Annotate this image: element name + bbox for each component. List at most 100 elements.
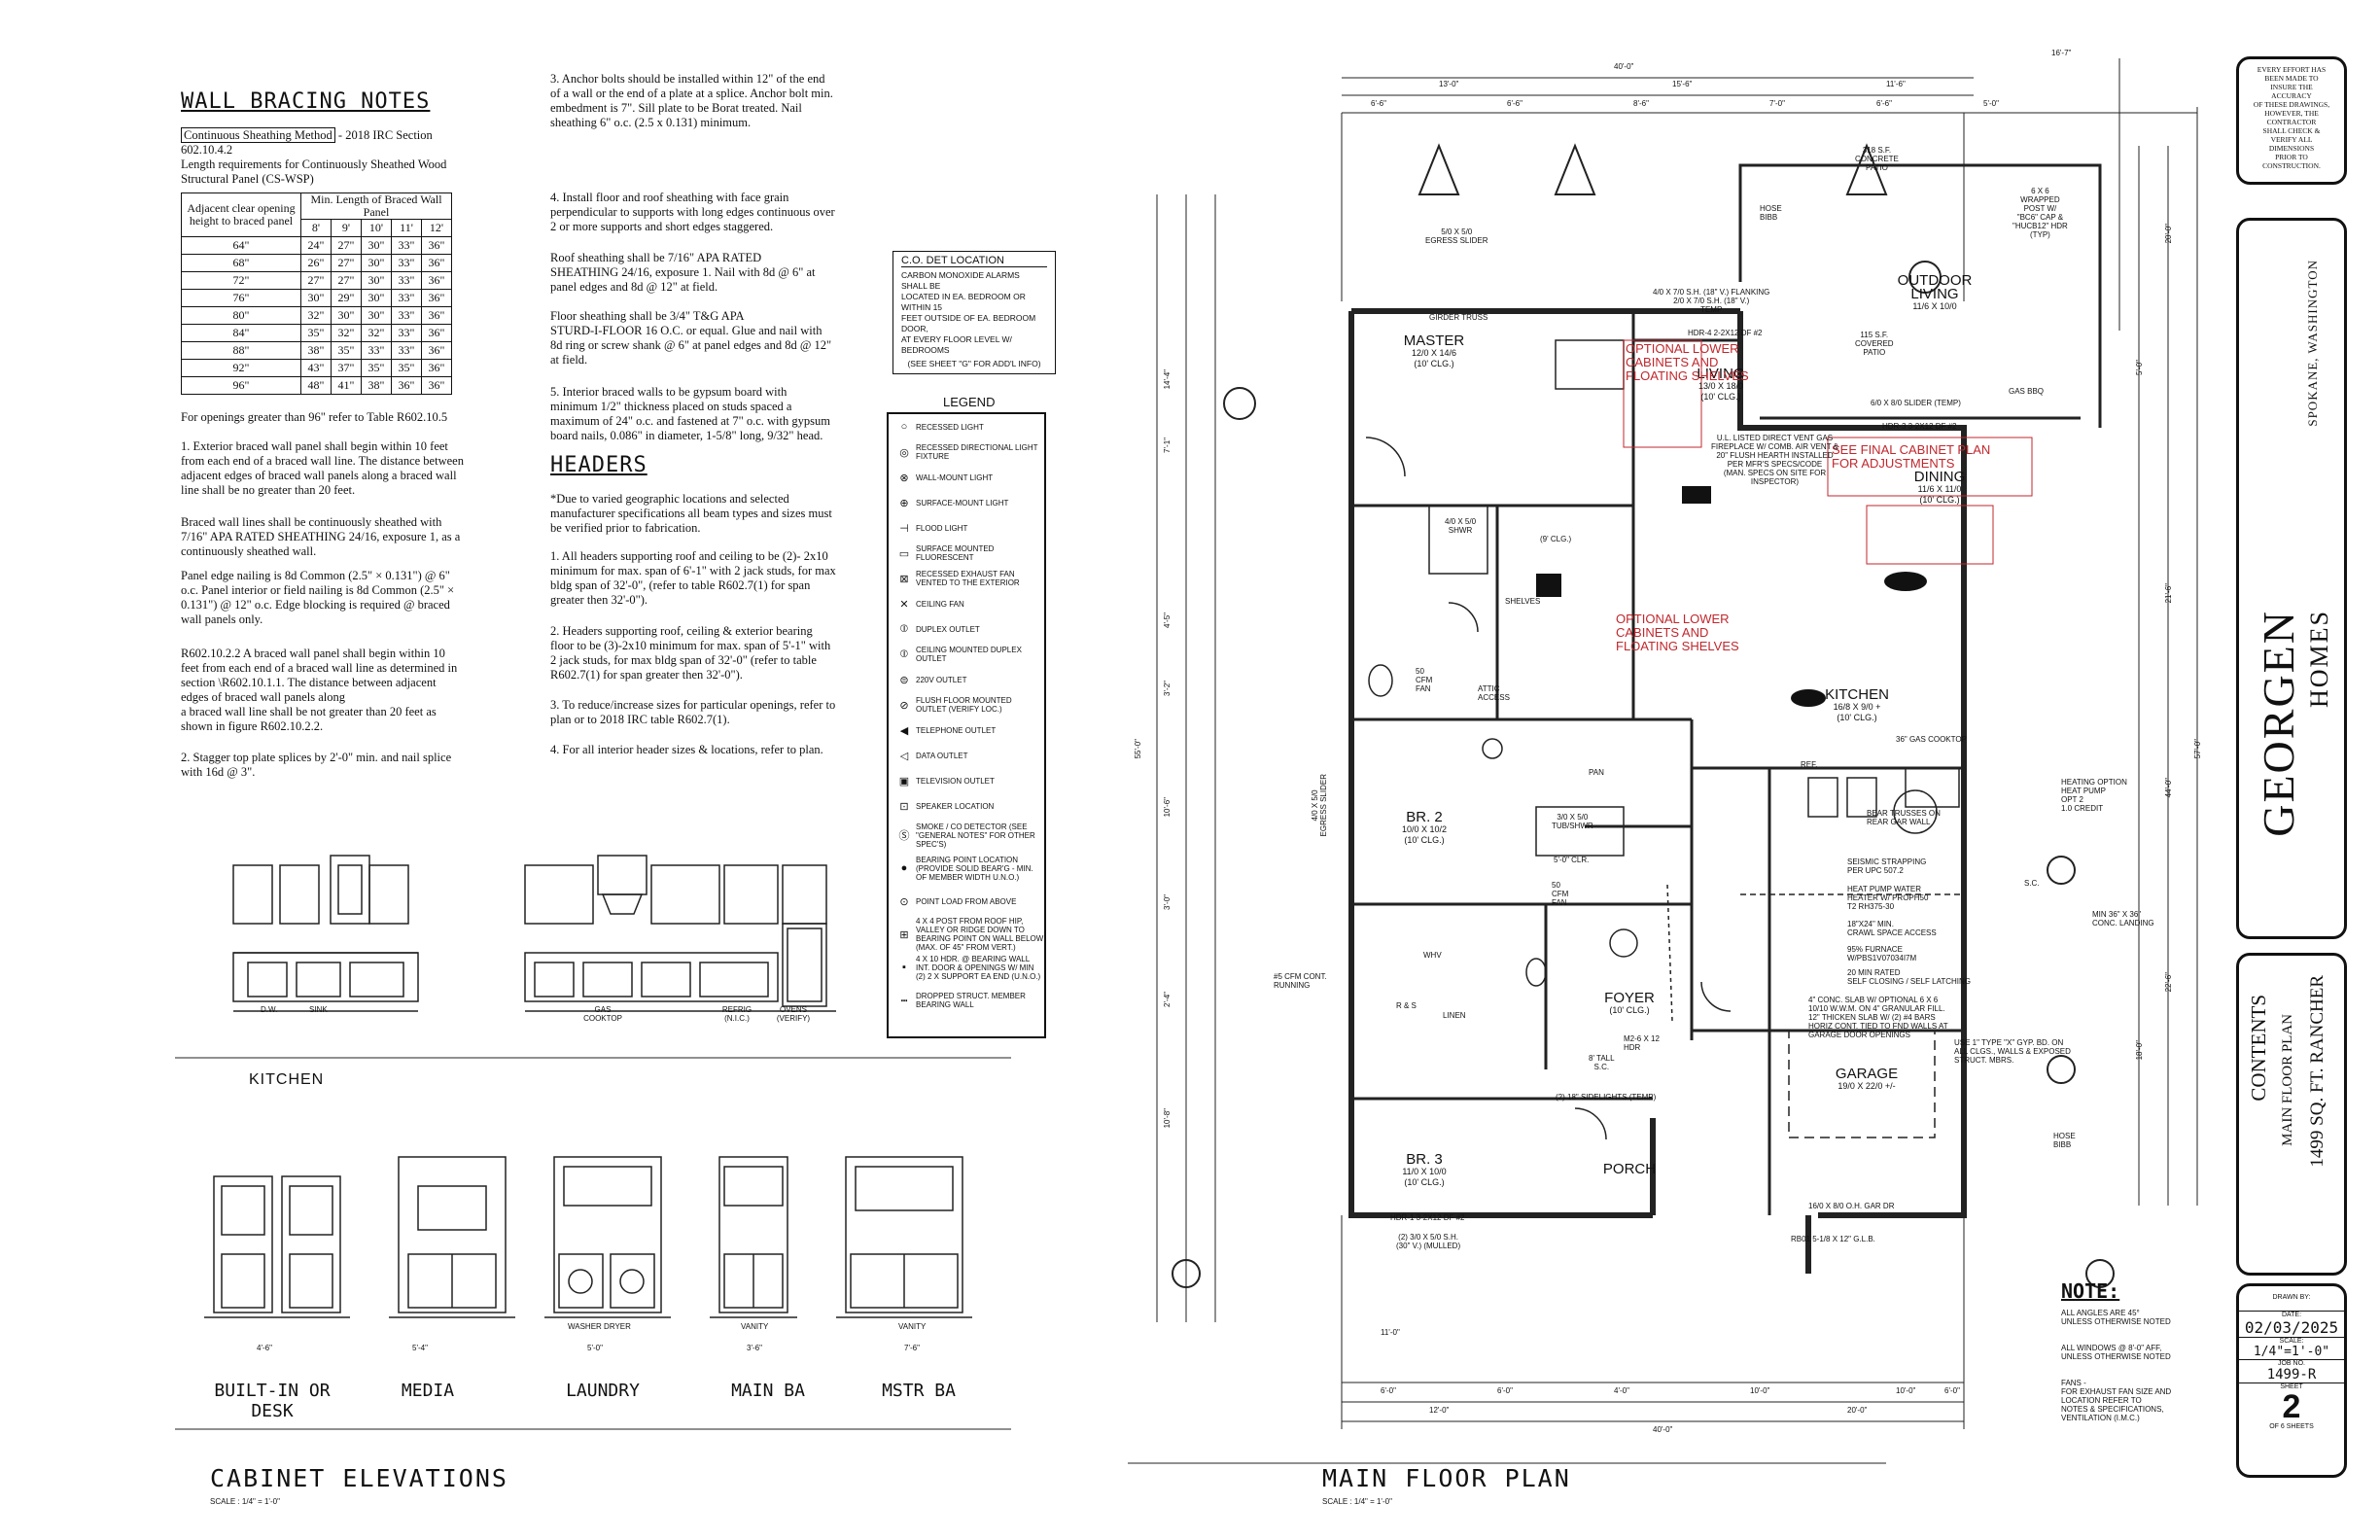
note-p2: Braced wall lines shall be continuously …: [181, 515, 461, 558]
elev-mstrba-note: VANITY: [898, 1322, 927, 1331]
date-value: 02/03/2025: [2244, 1318, 2339, 1337]
table-row: 76"30"29"30"33"36": [181, 289, 452, 307]
room-foyer: FOYER(10' CLG.): [1604, 990, 1655, 1015]
right-dim-2: 21'-6": [2164, 583, 2173, 604]
ann-shelves: SHELVES: [1505, 597, 1541, 606]
note-p8: Roof sheathing shall be 7/16" APA RATED …: [550, 251, 816, 294]
sheet-info-box: DRAWN BY: DATE: 02/03/2025 SCALE: 1/4"=1…: [2236, 1283, 2347, 1478]
note-p9: Floor sheathing shall be 3/4" T&G APA ST…: [550, 309, 832, 367]
table-cell: 33": [391, 324, 422, 342]
table-cell: 72": [181, 271, 301, 290]
legend-label: DATA OUTLET: [916, 751, 968, 760]
job-value: 1499-R: [2266, 1367, 2317, 1382]
legend-symbol-icon: ⦶: [900, 648, 908, 660]
bottom-dim-8: 20'-0": [1847, 1406, 1868, 1415]
right-dim-6: 5'-0": [2135, 360, 2144, 375]
bottom-dim-4: 10'-0": [1750, 1386, 1770, 1395]
legend-item: ⊞4 X 4 POST FROM ROOF HIP, VALLEY OR RID…: [889, 917, 1044, 952]
co-det-title: C.O. DET LOCATION: [901, 256, 1047, 267]
elev-mstrba-dim: 7'-6": [904, 1344, 920, 1352]
scale-value: 1/4"=1'-0": [2253, 1345, 2330, 1359]
ann-fan-2: 50 CFM FAN: [1552, 881, 1569, 907]
drawn-by-label: DRAWN BY:: [2272, 1294, 2311, 1301]
table-cell: 29": [331, 289, 362, 307]
red-note-optional-cabinets-1: OPTIONAL LOWER CABINETS AND FLOATING SHE…: [1626, 341, 1749, 383]
legend-symbol-icon: ⊞: [899, 928, 909, 941]
right-dim-overall: 57'-0": [2193, 739, 2202, 759]
ann-post: 6 X 6 WRAPPED POST W/ "BC6" CAP & "HUCB1…: [2012, 187, 2068, 239]
method-paragraph: Continuous Sheathing Method - 2018 IRC S…: [181, 127, 472, 187]
note-p1: 1. Exterior braced wall panel shall begi…: [181, 439, 464, 497]
right-dim-3: 44'-0": [2164, 778, 2173, 798]
top-dim-2: 15'-6": [1672, 80, 1693, 88]
red-note-optional-cabinets-2: OPTIONAL LOWER CABINETS AND FLOATING SHE…: [1616, 612, 1739, 653]
ann-crawl-access: 18"X24" MIN. CRAWL SPACE ACCESS: [1847, 920, 1937, 937]
top-dim-1: 13'-0": [1439, 80, 1459, 88]
right-dim-5: 18'-0": [2135, 1040, 2144, 1061]
plan-notes: NOTE: ALL ANGLES ARE 45° UNLESS OTHERWIS…: [2061, 1279, 2217, 1422]
bottom-dim-5: 10'-0": [1896, 1386, 1916, 1395]
elev-mstrba-title: MSTR BA: [882, 1381, 956, 1401]
header-h1: 1. All headers supporting roof and ceili…: [550, 549, 836, 607]
ann-attic-access: ATTIC ACCESS: [1478, 684, 1510, 702]
contents-box: CONTENTS MAIN FLOOR PLAN 1499 SQ. FT. RA…: [2236, 953, 2347, 1276]
legend-item: ●BEARING POINT LOCATION (PROVIDE SOLID B…: [889, 852, 1044, 885]
top-dim-9: 6'-6": [1876, 99, 1892, 108]
table-cell: 24": [300, 236, 332, 255]
ann-conc-landing: MIN 36" X 36" CONC. LANDING: [2092, 910, 2154, 928]
table-cell: 64": [181, 236, 301, 255]
table-cell: 30": [361, 289, 392, 307]
legend-item: ⊗WALL-MOUNT LIGHT: [889, 465, 1044, 490]
legend-symbol-icon: ⊘: [899, 699, 909, 712]
ann-gasbbq: GAS BBQ: [2009, 387, 2045, 396]
kitchen-label-refrig: REFRIG (N.I.C.): [721, 1005, 752, 1023]
of-sheets: OF 6 SHEETS: [2269, 1423, 2314, 1430]
ann-hdr3: HDR-3 3-2X12 DF #2: [1882, 422, 1957, 431]
sheet-number: 2: [2282, 1388, 2301, 1425]
table-cell: 30": [361, 306, 392, 325]
legend-symbol-icon: ▭: [898, 547, 910, 560]
note-p7: 4. Install floor and roof sheathing with…: [550, 191, 835, 233]
table-cell: 35": [331, 341, 362, 360]
legend-label: SMOKE / CO DETECTOR (SEE "GENERAL NOTES"…: [916, 822, 1035, 849]
ann-water-heater: HEAT PUMP WATER HEATER W/ PROPH50 T2 RH3…: [1847, 885, 1929, 911]
ann-sc: S.C.: [2024, 879, 2040, 888]
legend-label: FLOOD LIGHT: [916, 523, 968, 533]
ann-rated: 20 MIN RATED SELF CLOSING / SELF LATCHIN…: [1847, 968, 1971, 986]
table-height-3: 11': [391, 219, 422, 237]
bottom-dim-3: 4'-0": [1614, 1386, 1629, 1395]
table-cell: 36": [421, 376, 452, 395]
kitchen-label-cooktop: GAS COOKTOP: [583, 1005, 622, 1023]
room-porch: PORCH: [1602, 1161, 1657, 1177]
sheet-description: MAIN FLOOR PLAN: [2280, 1014, 2295, 1146]
legend-label: 4 X 10 HDR. @ BEARING WALL INT. DOOR & O…: [916, 954, 1041, 981]
table-heights-row: 8'9'10'11'12': [182, 219, 452, 237]
company-name-2: HOMES: [2305, 610, 2333, 709]
bottom-dim-10: 11'-0": [1381, 1328, 1400, 1337]
ann-fan-1: 50 CFM FAN: [1416, 667, 1433, 693]
legend-title: LEGEND: [943, 395, 996, 409]
openings-note: For openings greater than 96" refer to T…: [181, 410, 448, 424]
table-cell: 36": [421, 289, 452, 307]
top-dim-overall: 40'-0": [1614, 62, 1634, 71]
legend-symbol-icon: ⦶: [900, 622, 908, 635]
plan-note-3: FANS - FOR EXHAUST FAN SIZE AND LOCATION…: [2061, 1379, 2172, 1422]
bottom-dim-2: 6'-0": [1497, 1386, 1513, 1395]
note-p6: 3. Anchor bolts should be installed with…: [550, 72, 833, 129]
elev-laundry-title: LAUNDRY: [566, 1381, 640, 1401]
table-cell: 33": [391, 341, 422, 360]
table-height-1: 9': [331, 219, 362, 237]
plan-note-1: ALL ANGLES ARE 45° UNLESS OTHERWISE NOTE…: [2061, 1309, 2171, 1326]
table-cell: 35": [361, 359, 392, 377]
elev-media-dim: 5'-4": [412, 1344, 428, 1352]
legend-label: SURFACE-MOUNT LIGHT: [916, 498, 1009, 508]
ann-seismic: SEISMIC STRAPPING PER UPC 507.2: [1847, 858, 1927, 875]
table-cell: 68": [181, 254, 301, 272]
ann-linen: LINEN: [1443, 1011, 1466, 1020]
table-cell: 32": [331, 324, 362, 342]
header-h2: 2. Headers supporting roof, ceiling & ex…: [550, 624, 831, 682]
table-cell: 30": [331, 306, 362, 325]
elev-laundry-dim: 5'-0": [587, 1344, 603, 1352]
